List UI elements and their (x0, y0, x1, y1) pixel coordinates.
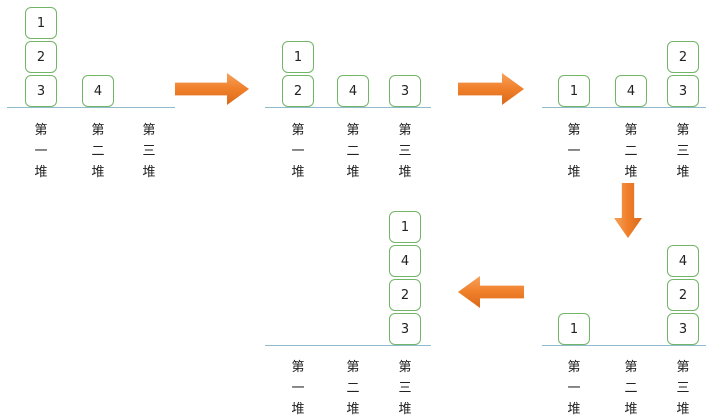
block: 4 (389, 245, 421, 277)
pile-label: 第三堆 (398, 360, 412, 417)
block: 2 (667, 279, 699, 311)
block: 3 (389, 75, 421, 107)
block: 1 (389, 211, 421, 243)
pile-label: 第一堆 (291, 360, 305, 417)
pile-label: 第二堆 (91, 123, 105, 180)
block: 2 (667, 41, 699, 73)
block: 2 (282, 75, 314, 107)
arrow-left-icon (458, 276, 524, 308)
block: 4 (615, 75, 647, 107)
ground-line (7, 107, 175, 108)
block: 3 (667, 313, 699, 345)
block: 4 (82, 75, 114, 107)
arrow-down-icon (614, 183, 642, 238)
arrow-right-icon (458, 73, 524, 105)
pile-label: 第二堆 (624, 360, 638, 417)
block: 1 (558, 75, 590, 107)
pile-label: 第三堆 (398, 123, 412, 180)
ground-line (265, 345, 431, 346)
pile-label: 第三堆 (142, 123, 156, 180)
block: 4 (667, 245, 699, 277)
block: 4 (337, 75, 369, 107)
pile-label: 第一堆 (567, 360, 581, 417)
pile-label: 第二堆 (346, 123, 360, 180)
block: 1 (282, 41, 314, 73)
pile-label: 第一堆 (291, 123, 305, 180)
pile-label: 第三堆 (676, 360, 690, 417)
block: 3 (667, 75, 699, 107)
block: 3 (389, 313, 421, 345)
pile-label: 第一堆 (34, 123, 48, 180)
pile-label: 第二堆 (346, 360, 360, 417)
ground-line (542, 107, 706, 108)
block: 1 (25, 7, 57, 39)
pile-label: 第二堆 (624, 123, 638, 180)
ground-line (265, 107, 431, 108)
arrow-right-icon (175, 73, 249, 105)
ground-line (542, 345, 706, 346)
pile-label: 第三堆 (676, 123, 690, 180)
pile-label: 第一堆 (567, 123, 581, 180)
block: 3 (25, 75, 57, 107)
block: 1 (558, 313, 590, 345)
block: 2 (389, 279, 421, 311)
block: 2 (25, 41, 57, 73)
